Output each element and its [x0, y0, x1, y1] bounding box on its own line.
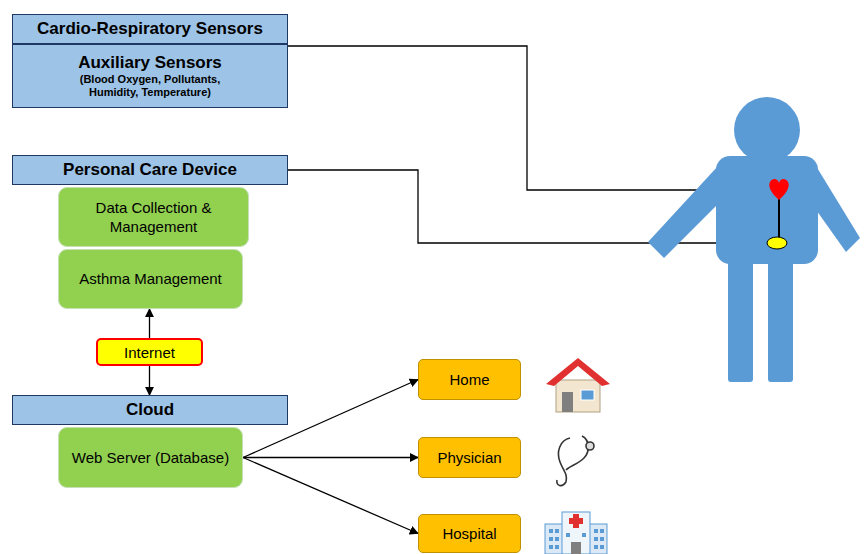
process-box: Web Server (Database) [58, 427, 243, 488]
human-figure [648, 97, 860, 382]
node-label: Web Server (Database) [72, 448, 229, 468]
network-box: Internet [96, 338, 203, 366]
section-band: Cardio-Respiratory Sensors [12, 14, 288, 44]
arrow-connector [149, 366, 150, 395]
text-group: Cardio-Respiratory Sensors [31, 17, 269, 41]
destination-box: Home [418, 359, 521, 400]
node-label: Auxiliary Sensors [78, 53, 222, 73]
node-label: Home [449, 371, 489, 388]
node-label: Cloud [126, 400, 174, 420]
sensor-device [767, 237, 787, 249]
text-group: Home [443, 369, 495, 390]
text-group: Internet [118, 342, 181, 363]
stethoscope-icon [557, 436, 594, 486]
section-band: Cloud [12, 395, 288, 425]
node-label: Hospital [442, 525, 496, 542]
node-label: Internet [124, 344, 175, 361]
house-icon [546, 358, 610, 412]
leader-line [288, 46, 764, 190]
node-label: Asthma Management [79, 269, 222, 289]
text-group: Data Collection & Management [59, 196, 248, 239]
sensor-box: Auxiliary Sensors(Blood Oxygen, Pollutan… [12, 44, 288, 108]
arrow-connector [243, 458, 418, 534]
arrow-connector [149, 309, 150, 338]
node-label: Data Collection & Management [65, 198, 242, 237]
node-label: Physician [437, 449, 501, 466]
node-sublabel: (Blood Oxygen, Pollutants, Humidity, Tem… [55, 73, 245, 98]
text-group: Asthma Management [73, 267, 228, 291]
section-band: Personal Care Device [12, 155, 288, 185]
node-label: Cardio-Respiratory Sensors [37, 19, 263, 39]
process-box: Data Collection & Management [58, 187, 249, 247]
text-group: Personal Care Device [57, 158, 243, 182]
text-group: Auxiliary Sensors(Blood Oxygen, Pollutan… [49, 51, 251, 100]
destination-box: Physician [418, 437, 521, 478]
process-box: Asthma Management [58, 249, 243, 309]
text-group: Physician [431, 447, 507, 468]
node-label: Personal Care Device [63, 160, 237, 180]
body-wire [778, 196, 780, 237]
heart-symbol [769, 179, 788, 200]
text-group: Web Server (Database) [66, 446, 235, 470]
hospital-icon [545, 512, 607, 554]
text-group: Hospital [436, 523, 502, 544]
text-group: Cloud [120, 398, 180, 422]
arrow-connector [243, 457, 418, 458]
destination-box: Hospital [418, 514, 521, 553]
